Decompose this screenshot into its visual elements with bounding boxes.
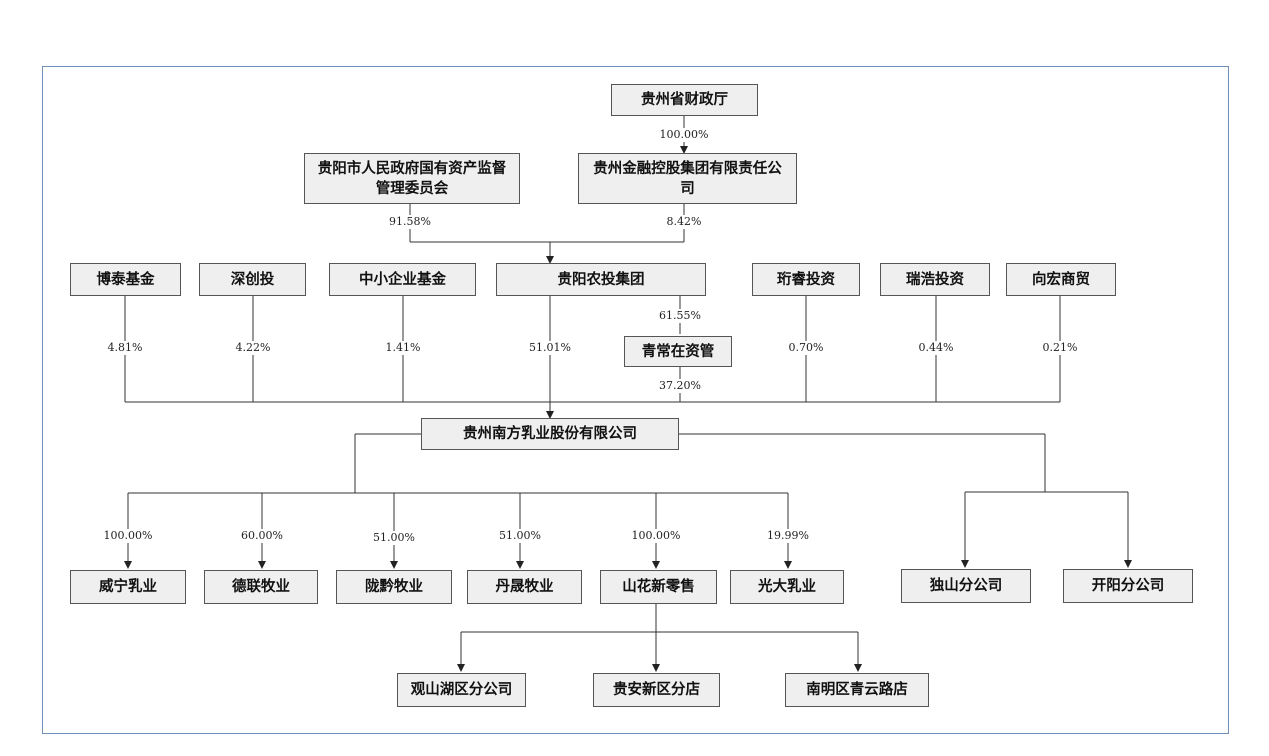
pct-guangda: 19.99% <box>765 529 811 543</box>
node-nanfang-dairy: 贵州南方乳业股份有限公司 <box>421 418 679 450</box>
node-guian-branch: 贵安新区分店 <box>593 673 720 707</box>
pct-qingchang: 37.20% <box>657 379 703 393</box>
pct-delian: 60.00% <box>239 529 285 543</box>
node-ruihao-invest: 瑞浩投资 <box>880 263 990 296</box>
node-weining-dairy: 威宁乳业 <box>70 570 186 604</box>
node-guanshanhu-branch: 观山湖区分公司 <box>397 673 526 707</box>
node-guiyang-agri-invest: 贵阳农投集团 <box>496 263 706 296</box>
pct-shenchuang: 4.22% <box>233 341 273 355</box>
node-xianghong-trade: 向宏商贸 <box>1006 263 1116 296</box>
pct-longqian: 51.00% <box>371 531 417 545</box>
node-dushan-branch: 独山分公司 <box>901 569 1031 603</box>
node-delian-livestock: 德联牧业 <box>204 570 318 604</box>
node-shanhua-retail: 山花新零售 <box>600 570 717 604</box>
node-longqian-livestock: 陇黔牧业 <box>336 570 452 604</box>
pct-agri-to-qingchang: 61.55% <box>657 309 703 323</box>
node-guangda-dairy: 光大乳业 <box>730 570 844 604</box>
pct-ruihao: 0.44% <box>916 341 956 355</box>
diagram-frame <box>42 66 1229 734</box>
node-qingchang-asset: 青常在资管 <box>624 336 732 367</box>
pct-finance-to-holding: 100.00% <box>657 128 711 142</box>
node-guizhou-finance-dept: 贵州省财政厅 <box>611 84 758 116</box>
node-dansheng-livestock: 丹晟牧业 <box>467 570 582 604</box>
pct-sasac-to-agri: 91.58% <box>387 215 433 229</box>
node-nanming-store: 南明区青云路店 <box>785 673 929 707</box>
node-hengrui-invest: 珩睿投资 <box>752 263 860 296</box>
pct-holding-to-agri: 8.42% <box>664 215 704 229</box>
node-guiyang-sasac: 贵阳市人民政府国有资产监督管理委员会 <box>304 153 520 204</box>
pct-weining: 100.00% <box>101 529 155 543</box>
pct-agri: 51.01% <box>527 341 573 355</box>
node-sme-fund: 中小企业基金 <box>329 263 476 296</box>
pct-xianghong: 0.21% <box>1040 341 1080 355</box>
node-botai-fund: 博泰基金 <box>70 263 181 296</box>
pct-shanhua: 100.00% <box>629 529 683 543</box>
node-guizhou-financial-holding: 贵州金融控股集团有限责任公司 <box>578 153 797 204</box>
node-kaiyang-branch: 开阳分公司 <box>1063 569 1193 603</box>
pct-dansheng: 51.00% <box>497 529 543 543</box>
pct-hengrui: 0.70% <box>786 341 826 355</box>
pct-botai: 4.81% <box>105 341 145 355</box>
node-shenchuang-invest: 深创投 <box>199 263 306 296</box>
pct-sme: 1.41% <box>383 341 423 355</box>
